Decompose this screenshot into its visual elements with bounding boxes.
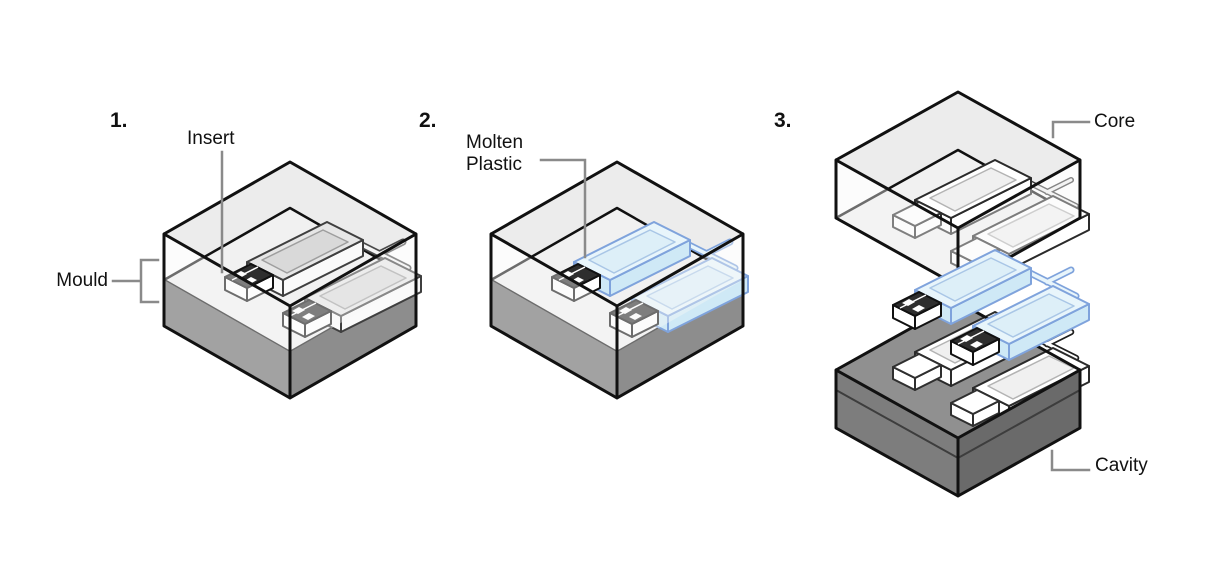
core-glass-left	[836, 160, 958, 286]
leader-molten-plastic	[539, 158, 587, 259]
mould1-glass-right	[290, 234, 416, 352]
step-number-2: 2.	[419, 109, 437, 132]
cavity-left-face	[836, 370, 958, 496]
leader-core	[1051, 120, 1091, 139]
mould2-bottom-left-face	[491, 280, 617, 398]
leader-lines	[111, 120, 1091, 472]
cavity-right-face	[958, 370, 1080, 496]
leader-cavity	[1050, 449, 1091, 472]
mould2-glass-left	[491, 234, 617, 352]
label-cavity: Cavity	[1095, 455, 1148, 476]
label-core: Core	[1094, 111, 1136, 132]
mould2-glass-right	[617, 234, 743, 352]
mould1-glass-left	[164, 234, 290, 352]
label-insert: Insert	[187, 128, 235, 149]
mould-step1	[162, 160, 421, 400]
label-mould: Mould	[56, 270, 108, 291]
core-block	[834, 90, 1089, 288]
mould1-bottom-left-face	[164, 280, 290, 398]
cavity-outline	[834, 300, 1082, 498]
mould1-outline	[162, 160, 418, 400]
mould2-outline	[489, 160, 745, 400]
label-molten-plastic: Molten Plastic	[466, 132, 524, 175]
mould-step2	[489, 160, 748, 400]
step-number-1: 1.	[110, 109, 128, 132]
step-number-3: 3.	[774, 109, 792, 132]
leader-mould-bracket	[111, 258, 160, 304]
